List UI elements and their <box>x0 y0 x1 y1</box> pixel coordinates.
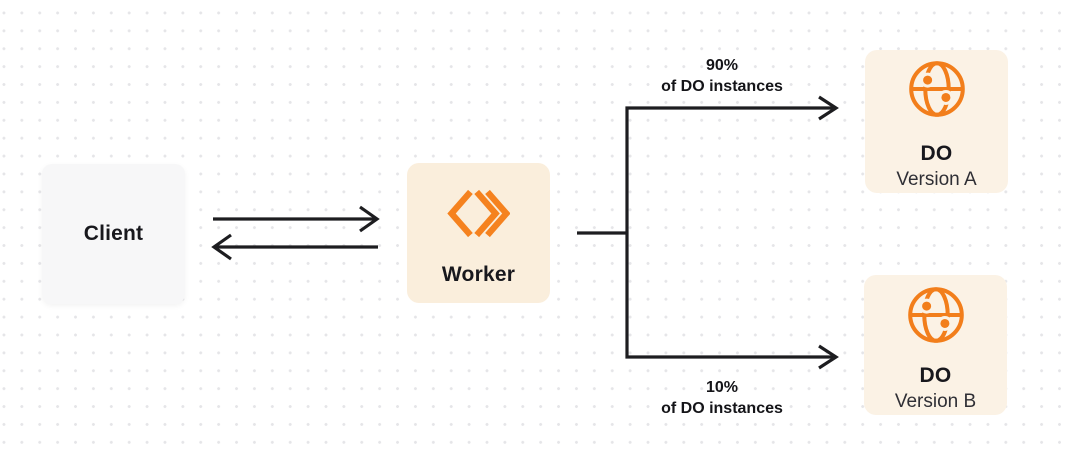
worker-label: Worker <box>441 263 516 286</box>
client-box: Client <box>42 164 185 304</box>
do-b-subtitle: Version B <box>894 391 977 412</box>
do-version-a-box: DO Version A <box>865 50 1008 193</box>
worker-box: Worker <box>407 163 550 303</box>
branch-90-label: 90% of DO instances <box>612 55 832 97</box>
request-arrow <box>213 205 380 233</box>
do-version-b-box: DO Version B <box>864 275 1007 415</box>
branch-10-caption: of DO instances <box>661 400 783 417</box>
do-a-title: DO <box>920 142 953 165</box>
do-a-subtitle: Version A <box>896 169 977 190</box>
branch-90-arrowhead <box>818 95 839 121</box>
branch-10-percent: 10% <box>705 379 739 396</box>
client-label: Client <box>83 222 144 245</box>
branch-90-percent: 90% <box>705 57 739 74</box>
branch-90-caption: of DO instances <box>661 78 783 95</box>
globe-icon <box>906 285 966 345</box>
do-b-title: DO <box>919 364 952 387</box>
cloudflare-workers-icon <box>447 189 510 238</box>
branch-10-arrowhead <box>818 344 839 370</box>
response-arrow <box>211 233 378 261</box>
branch-10-label: 10% of DO instances <box>612 377 832 419</box>
routing-split-line <box>577 106 833 359</box>
globe-icon <box>907 59 967 119</box>
